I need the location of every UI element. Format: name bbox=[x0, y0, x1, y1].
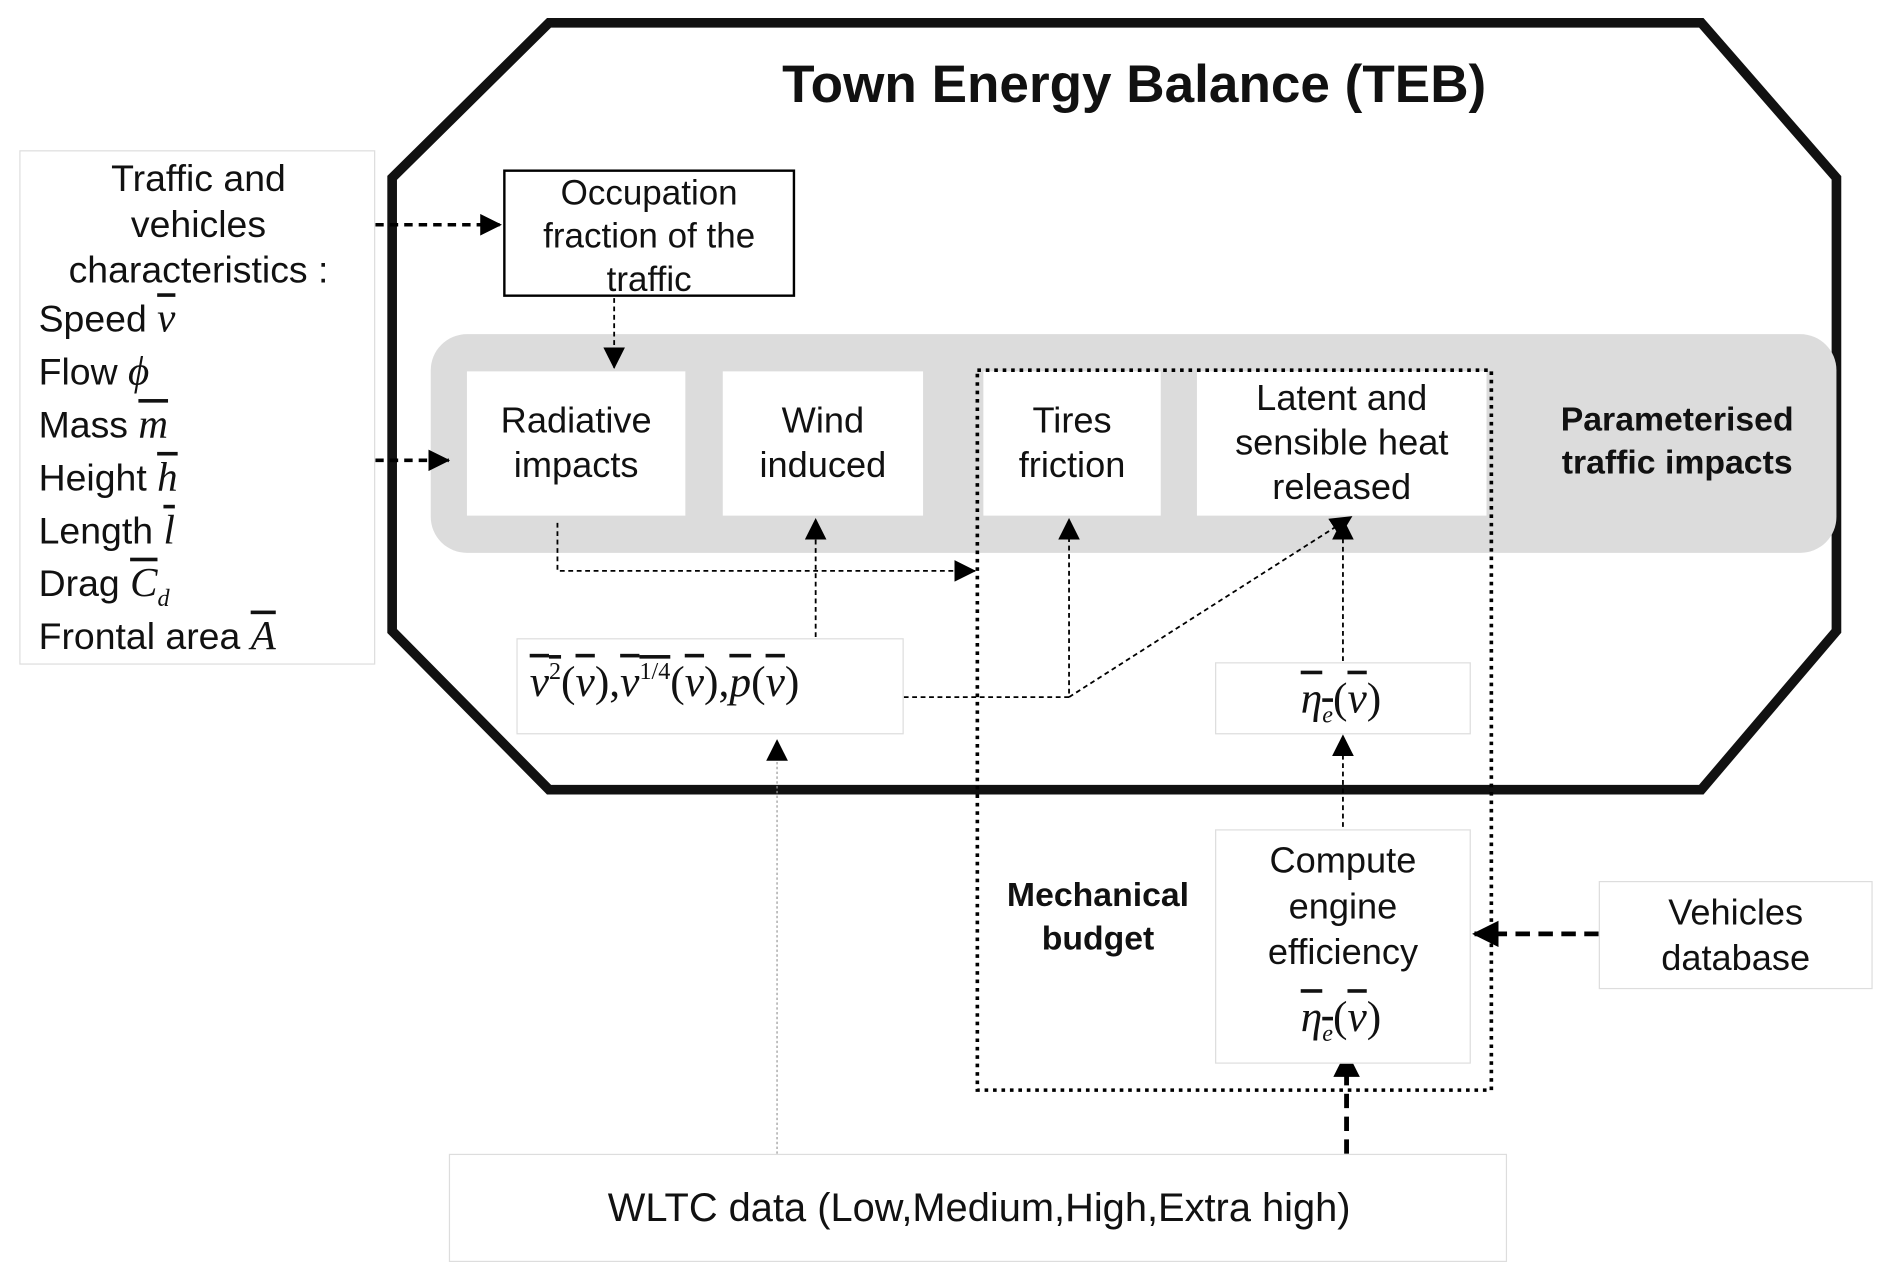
v-symbol: v bbox=[684, 657, 705, 706]
tires-line: Tires bbox=[1032, 401, 1112, 442]
input-symbol: ϕ bbox=[127, 349, 150, 395]
eta-subscript: e bbox=[1322, 1020, 1333, 1047]
input-item: Drag Cd bbox=[39, 560, 170, 622]
occupation-box: Occupation fraction of the traffic bbox=[503, 169, 796, 299]
exponent: 1/4 bbox=[639, 658, 671, 686]
occupation-line: Occupation bbox=[560, 174, 738, 213]
v-symbol: v bbox=[575, 657, 595, 706]
radiative-impacts-box: Radiative impacts bbox=[467, 399, 685, 488]
v-symbol: v bbox=[620, 657, 640, 706]
database-line: database bbox=[1661, 938, 1811, 979]
v-symbol: v bbox=[529, 657, 549, 706]
input-label: Speed bbox=[38, 298, 147, 341]
compute-line: Compute bbox=[1269, 841, 1417, 881]
input-label: Height bbox=[38, 456, 147, 499]
compute-line: engine bbox=[1288, 887, 1398, 927]
group-label-line: Parameterised bbox=[1560, 400, 1794, 438]
input-item: Flow ϕ bbox=[39, 349, 150, 411]
latent-line: Latent and bbox=[1256, 378, 1428, 419]
input-symbol: h bbox=[157, 455, 178, 500]
arrow-formula-to-latent bbox=[1068, 516, 1353, 698]
p-symbol: p bbox=[729, 657, 752, 706]
input-symbol: v bbox=[157, 296, 176, 342]
v-symbol: v bbox=[765, 657, 785, 706]
eta-box: ηe(v) bbox=[1215, 662, 1471, 735]
input-symbol: A bbox=[250, 614, 276, 659]
input-item: Length l bbox=[39, 507, 175, 569]
v-symbol: v bbox=[1347, 674, 1367, 723]
input-symbol: l bbox=[163, 508, 175, 553]
input-label: Drag bbox=[38, 562, 120, 605]
occupation-line: traffic bbox=[606, 260, 692, 300]
input-item: Speed v bbox=[39, 296, 176, 358]
inputs-heading-line: Traffic and bbox=[111, 157, 286, 200]
tires-friction-box: Tires friction bbox=[983, 399, 1160, 488]
page-title: Town Energy Balance (TEB) bbox=[782, 55, 1487, 115]
input-label: Frontal area bbox=[38, 615, 241, 658]
inputs-box: Traffic and vehicles characteristics : bbox=[19, 150, 376, 665]
inputs-heading-line: vehicles bbox=[130, 203, 267, 246]
vehicles-database-box: Vehicles database bbox=[1598, 880, 1873, 990]
database-line: Vehicles bbox=[1668, 893, 1804, 933]
teb-octagon bbox=[387, 18, 1842, 795]
latent-line: released bbox=[1272, 467, 1412, 508]
v-symbol: v bbox=[1347, 992, 1367, 1041]
separator: , bbox=[718, 657, 730, 706]
latent-line: sensible heat bbox=[1235, 423, 1449, 463]
separator: , bbox=[609, 657, 621, 706]
compute-engine-efficiency-box: Compute engine efficiency ηe(v) bbox=[1215, 829, 1471, 1064]
input-label: Mass bbox=[38, 403, 128, 446]
group-label-line: traffic impacts bbox=[1561, 443, 1793, 481]
input-label: Length bbox=[38, 509, 154, 552]
wind-line: Wind bbox=[781, 401, 865, 442]
compute-line: efficiency bbox=[1267, 932, 1419, 973]
radiative-line: impacts bbox=[513, 445, 639, 486]
wltc-label: WLTC data (Low,Medium,High,Extra high) bbox=[607, 1185, 1351, 1230]
budget-line: budget bbox=[1041, 919, 1155, 957]
parameterised-impacts-label: Parameterised traffic impacts bbox=[1523, 398, 1832, 485]
input-item: Mass m bbox=[39, 401, 168, 463]
budget-line: Mechanical bbox=[1006, 876, 1190, 914]
exponent: 2 bbox=[548, 658, 562, 686]
eta-symbol: η bbox=[1300, 674, 1323, 723]
wind-line: induced bbox=[759, 445, 887, 486]
input-item: Height h bbox=[39, 454, 178, 516]
wind-induced-box: Wind induced bbox=[723, 399, 923, 488]
input-label: Flow bbox=[38, 350, 118, 394]
latent-heat-box: Latent and sensible heat released bbox=[1197, 376, 1487, 509]
input-symbol: m bbox=[138, 402, 169, 448]
radiative-line: Radiative bbox=[500, 401, 652, 442]
input-subscript: d bbox=[157, 585, 170, 612]
input-item: Frontal area A bbox=[39, 613, 276, 675]
input-symbol: C bbox=[130, 561, 158, 606]
wltc-data-box: WLTC data (Low,Medium,High,Extra high) bbox=[448, 1153, 1508, 1262]
mechanical-budget-label: Mechanical budget bbox=[983, 874, 1212, 961]
eta-subscript: e bbox=[1322, 701, 1333, 729]
eta-symbol: η bbox=[1300, 992, 1323, 1041]
occupation-line: fraction of the bbox=[543, 217, 756, 257]
speed-moments-box: v2(v),v1/4(v),p(v) bbox=[516, 638, 904, 735]
tires-line: friction bbox=[1018, 445, 1126, 486]
inputs-heading-line: characteristics : bbox=[68, 248, 329, 291]
